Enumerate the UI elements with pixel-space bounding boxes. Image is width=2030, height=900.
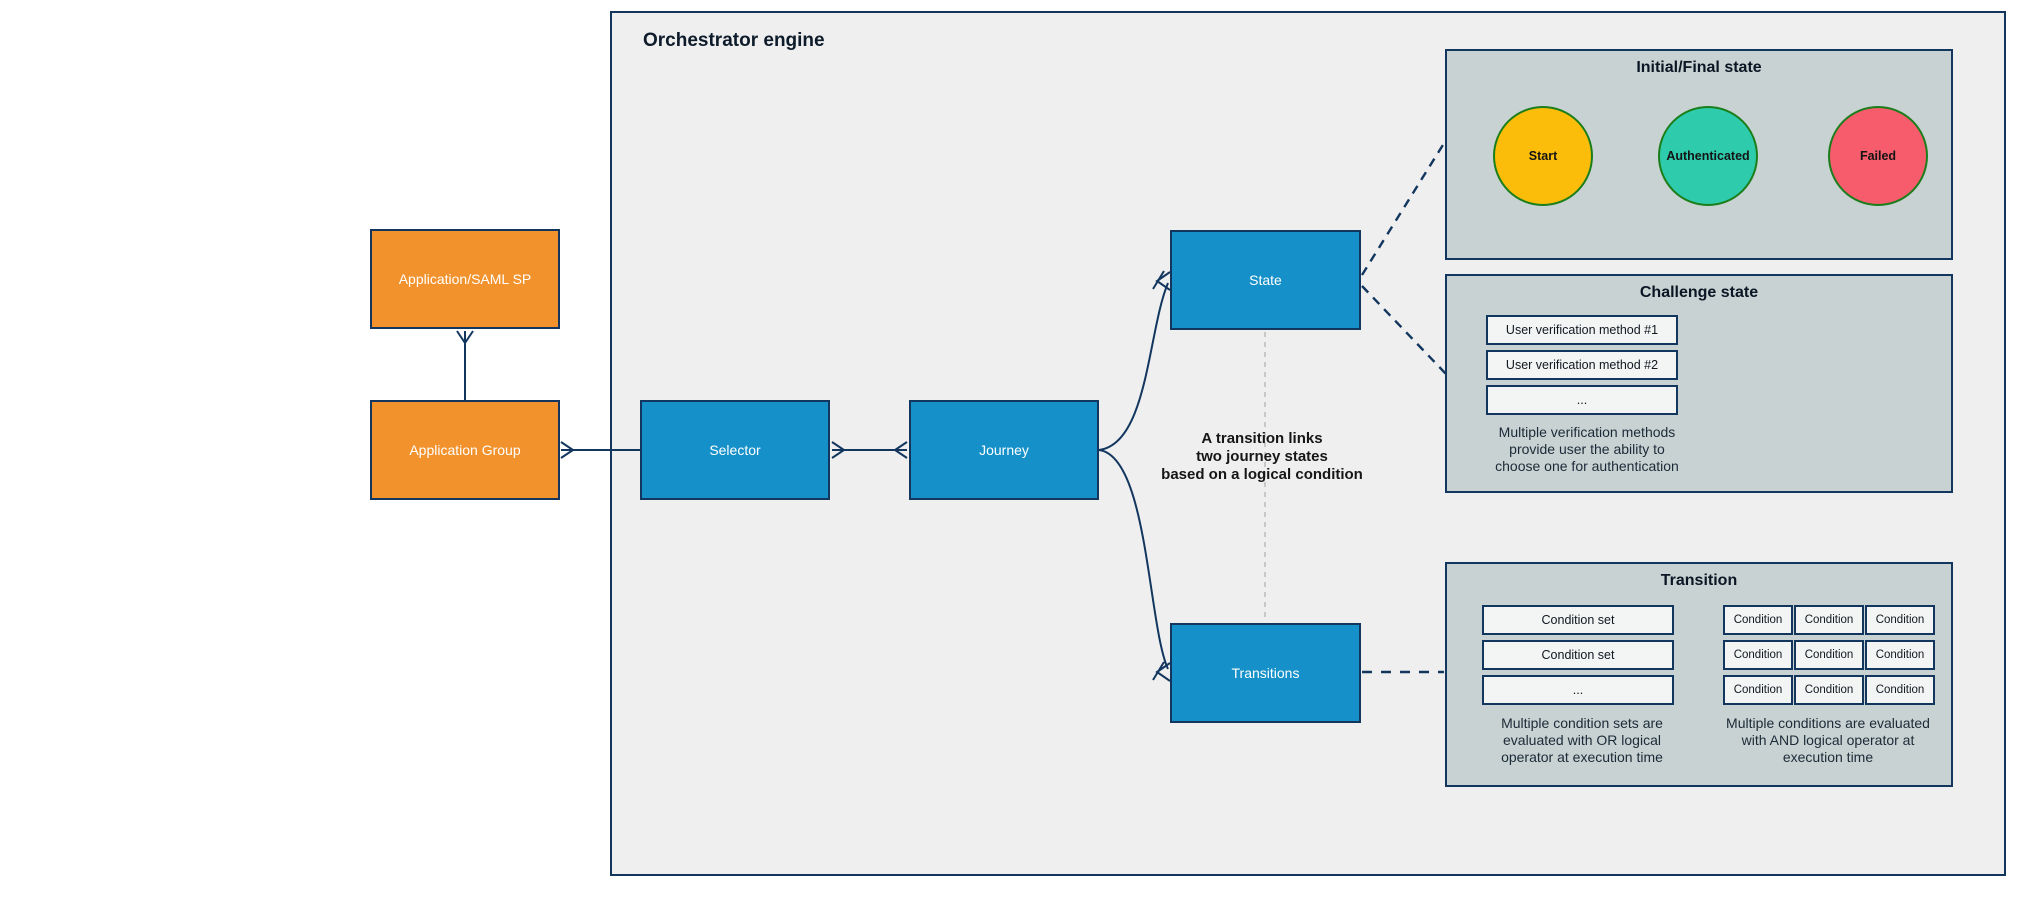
or-logic-caption: Multiple condition sets are evaluated wi… — [1457, 715, 1707, 766]
state-circle-failed: Failed — [1828, 106, 1928, 206]
panel-transition-title: Transition — [1660, 572, 1738, 589]
state-circle-start: Start — [1493, 106, 1593, 206]
panel-challenge-state: Challenge state User verification method… — [1445, 274, 1953, 493]
state-circle-start-label: Start — [1528, 149, 1558, 163]
node-transitions-label: Transitions — [1231, 665, 1300, 681]
panel-initial-final-state: Initial/Final state Start Authenticated … — [1445, 49, 1953, 260]
node-state: State — [1170, 230, 1361, 330]
caption-line: provide user the ability to — [1509, 441, 1665, 457]
node-journey-label: Journey — [979, 442, 1029, 458]
panel-transition: Transition Condition set Condition set .… — [1445, 562, 1953, 787]
caption-line: operator at execution time — [1501, 749, 1663, 765]
condition-cell: Condition — [1723, 605, 1793, 635]
state-circle-authenticated-label: Authenticated — [1666, 149, 1750, 163]
caption-line: evaluated with OR logical — [1503, 732, 1661, 748]
condition-cell: Condition — [1865, 675, 1935, 705]
node-state-label: State — [1249, 272, 1282, 288]
node-journey: Journey — [909, 400, 1099, 500]
node-selector: Selector — [640, 400, 830, 500]
annotation-line: two journey states — [1196, 448, 1328, 465]
state-circle-authenticated: Authenticated — [1658, 106, 1758, 206]
condition-cell: Condition — [1723, 675, 1793, 705]
edge-journey-to-transitions — [1098, 449, 1169, 670]
condition-set-box: Condition set — [1482, 640, 1674, 670]
crowfoot-transitions-slash — [1152, 661, 1165, 681]
condition-cell: Condition — [1794, 605, 1864, 635]
crowfoot-state-slash — [1152, 270, 1165, 290]
caption-line: Multiple conditions are evaluated — [1726, 715, 1930, 731]
condition-cell: Condition — [1723, 640, 1793, 670]
edge-state-to-initialfinal — [1360, 139, 1448, 276]
node-application-group-label: Application Group — [409, 442, 521, 458]
caption-line: with AND logical operator at — [1741, 732, 1915, 748]
caption-line: execution time — [1782, 749, 1874, 765]
arrowhead-selector — [831, 441, 846, 459]
caption-line: Multiple condition sets are — [1501, 715, 1663, 731]
condition-set-box: Condition set — [1482, 605, 1674, 635]
condition-cell: Condition — [1865, 605, 1935, 635]
arrowhead-saml — [456, 330, 474, 345]
edge-journey-to-state — [1098, 282, 1169, 451]
condition-cell: Condition — [1794, 675, 1864, 705]
caption-line: choose one for authentication — [1495, 458, 1679, 474]
node-application-group: Application Group — [370, 400, 560, 500]
verification-method-box: User verification method #1 — [1486, 315, 1678, 345]
arrowhead-journey — [893, 441, 908, 459]
condition-set-box: ... — [1482, 675, 1674, 705]
caption-line: Multiple verification methods — [1498, 424, 1676, 440]
arrowhead-group — [560, 441, 575, 459]
challenge-caption: Multiple verification methods provide us… — [1457, 424, 1717, 475]
edge-state-to-challenge — [1361, 285, 1447, 375]
annotation-line: based on a logical condition — [1161, 466, 1363, 483]
orchestrator-engine-title: Orchestrator engine — [643, 30, 825, 51]
node-application-saml-sp: Application/SAML SP — [370, 229, 560, 329]
verification-method-box: User verification method #2 — [1486, 350, 1678, 380]
condition-cell: Condition — [1794, 640, 1864, 670]
annotation-line: A transition links — [1201, 430, 1323, 447]
node-selector-label: Selector — [709, 442, 761, 458]
and-logic-caption: Multiple conditions are evaluated with A… — [1698, 715, 1958, 766]
node-application-saml-sp-label: Application/SAML SP — [398, 271, 532, 287]
transition-annotation: A transition links two journey states ba… — [1112, 430, 1412, 484]
node-transitions: Transitions — [1170, 623, 1361, 723]
state-circle-failed-label: Failed — [1859, 149, 1897, 163]
panel-initial-final-title: Initial/Final state — [1636, 59, 1762, 76]
verification-method-box: ... — [1486, 385, 1678, 415]
panel-challenge-title: Challenge state — [1639, 284, 1759, 301]
condition-cell: Condition — [1865, 640, 1935, 670]
